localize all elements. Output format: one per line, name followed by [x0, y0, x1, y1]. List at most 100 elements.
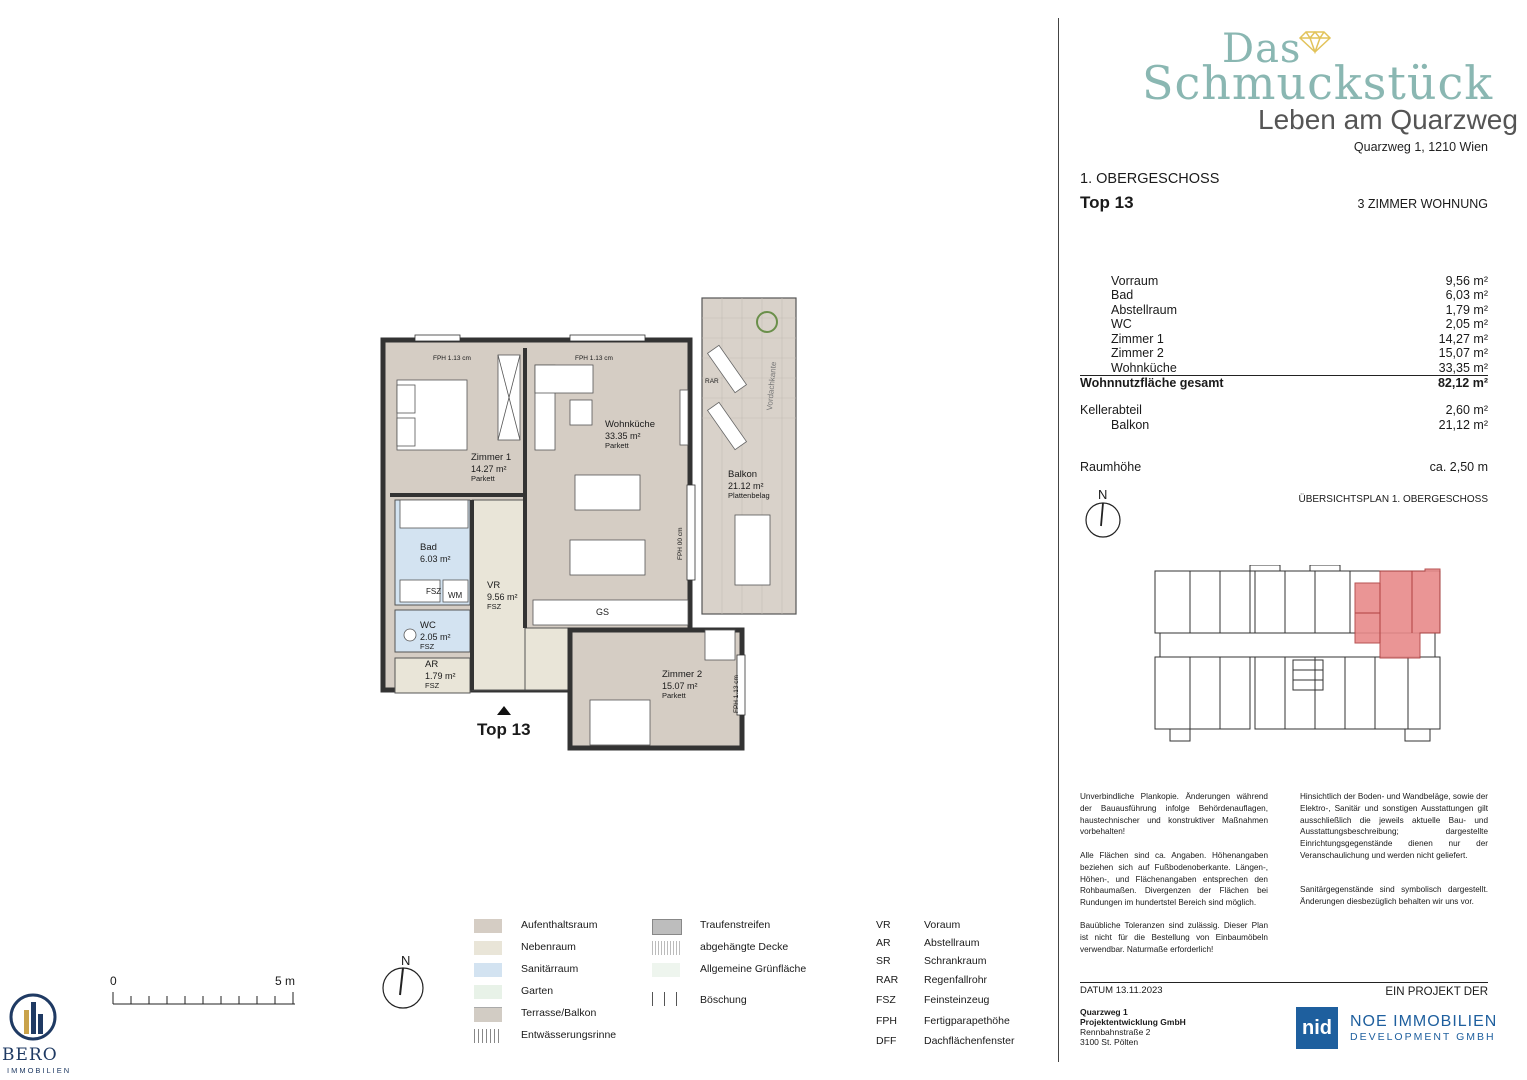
company-street: Rennbahnstraße 2: [1080, 1027, 1151, 1037]
legend-swatch: [652, 963, 680, 977]
room-area: 2.05 m²: [420, 631, 451, 642]
area-label: WC: [1111, 317, 1132, 331]
room-name: Balkon: [728, 469, 758, 480]
legend-swatch: [474, 919, 502, 933]
room-label-wc: WC 2.05 m² FSZ: [420, 620, 451, 653]
area-row: Zimmer 1 14,27 m²: [1080, 332, 1488, 347]
room-floor: Parkett: [471, 474, 495, 483]
overview-title: ÜBERSICHTSPLAN 1. OBERGESCHOSS: [1298, 494, 1489, 505]
company-address: Quarzweg 1 Projektentwicklung GmbH Rennb…: [1080, 1007, 1186, 1047]
abbr-key: RAR: [876, 974, 899, 986]
legend-label: Garten: [521, 985, 554, 997]
room-label-bad: Bad 6.03 m²: [420, 542, 451, 564]
abbr-key: VR: [876, 919, 891, 931]
area-row: Wohnküche 33,35 m²: [1080, 361, 1488, 376]
room-area: 21.12 m²: [728, 480, 764, 491]
area-value: 6,03 m²: [1445, 288, 1488, 302]
legend-label: Böschung: [700, 994, 747, 1006]
note-fittings: Hinsichtlich der Boden- und Wandbeläge, …: [1300, 792, 1488, 860]
room-area: 15.07 m²: [662, 680, 698, 691]
legend-swatch: [474, 985, 502, 999]
noe-subname: DEVELOPMENT GMBH: [1350, 1031, 1496, 1043]
bero-subname: IMMOBILIEN: [7, 1066, 72, 1075]
total-divider: [1080, 375, 1488, 376]
note-tolerances: Bauübliche Toleranzen sind zulässig. Die…: [1080, 921, 1268, 954]
company-city: 3100 St. Pölten: [1080, 1037, 1139, 1047]
room-area: 14.27 m²: [471, 463, 507, 474]
gs-label: GS: [596, 607, 610, 617]
abbr-text: Voraum: [924, 919, 961, 931]
room-name: Zimmer 1: [471, 452, 512, 463]
room-label-ar: AR 1.79 m² FSZ: [425, 659, 456, 692]
abbr-key: AR: [876, 937, 891, 949]
fph-label: FPH 00 cm: [677, 527, 684, 560]
room-floor: Plattenbelag: [728, 491, 770, 500]
height-label: Raumhöhe: [1080, 460, 1142, 474]
company-name2: Projektentwicklung GmbH: [1080, 1017, 1186, 1027]
room-floor: FSZ: [487, 602, 502, 611]
room-label-wohnkueche: Wohnküche 33.35 m² Parkett: [605, 419, 655, 452]
scale-start: 0: [110, 974, 117, 988]
abbr-key: FSZ: [876, 994, 896, 1006]
abbr-text: Feinsteinzeug: [924, 994, 990, 1006]
legend-swatch: [652, 992, 680, 1006]
bero-logo-icon: [9, 993, 57, 1041]
overview-plan: [1154, 565, 1441, 742]
legend-swatch: [652, 941, 680, 955]
room-area: 1.79 m²: [425, 670, 456, 681]
room-floor: FSZ: [425, 681, 440, 690]
fph-label: FPH 1.13 cm: [733, 675, 740, 713]
compass-icon: [1085, 502, 1121, 538]
area-row: Zimmer 2 15,07 m²: [1080, 346, 1488, 361]
room-name: Wohnküche: [605, 419, 655, 430]
area-value: 15,07 m²: [1438, 346, 1488, 360]
area-label: Bad: [1111, 288, 1134, 302]
extra-label: Kellerabteil: [1080, 403, 1142, 417]
legend-label: Nebenraum: [521, 941, 576, 953]
area-label: Zimmer 2: [1111, 346, 1164, 360]
area-value: 14,27 m²: [1438, 332, 1488, 346]
floor-title: 1. OBERGESCHOSS: [1080, 171, 1220, 187]
extra-label: Balkon: [1111, 418, 1150, 432]
room-label-zimmer1: Zimmer 1 14.27 m² Parkett: [471, 452, 512, 485]
legend-label: Aufenthaltsraum: [521, 919, 598, 931]
abbr-key: FPH: [876, 1015, 897, 1027]
legend-swatch: [474, 1029, 502, 1043]
entrance-label: Top 13: [477, 720, 531, 739]
area-row: Bad 6,03 m²: [1080, 288, 1488, 303]
area-label: Wohnküche: [1111, 361, 1177, 375]
legend-swatch: [474, 963, 502, 977]
area-label: Vorraum: [1111, 274, 1159, 288]
room-floor: Parkett: [662, 691, 686, 700]
room-floor: FSZ: [420, 642, 435, 651]
area-label: Abstellraum: [1111, 303, 1177, 317]
project-by-label: EIN PROJEKT DER: [1385, 986, 1488, 998]
area-value: 33,35 m²: [1438, 361, 1488, 375]
room-floor: Parkett: [605, 441, 629, 450]
diamond-icon: [1298, 30, 1332, 54]
total-label: Wohnnutzfläche gesamt: [1080, 376, 1224, 390]
abbr-text: Abstellraum: [924, 937, 980, 949]
logo-das: Das: [1222, 26, 1302, 72]
scale-end: 5 m: [275, 974, 296, 988]
wm-label: WM: [448, 591, 463, 600]
abbr-key: SR: [876, 955, 891, 967]
plan-north-label: N: [401, 953, 411, 968]
note-disclaimer: Unverbindliche Plankopie. Änderungen wäh…: [1080, 792, 1268, 837]
page-divider: [1058, 18, 1059, 1062]
room-name: Zimmer 2: [662, 669, 703, 680]
abbr-text: Regenfallrohr: [924, 974, 988, 986]
overview-north-label: N: [1098, 487, 1108, 502]
date: DATUM 13.11.2023: [1080, 985, 1163, 996]
address: Quarzweg 1, 1210 Wien: [1353, 140, 1488, 154]
legend-swatch: [474, 1007, 502, 1022]
area-label: Zimmer 1: [1111, 332, 1164, 346]
room-label-zimmer2: Zimmer 2 15.07 m² Parkett: [662, 669, 703, 702]
legend-label: Sanitärraum: [521, 963, 579, 975]
extra-value: 21,12 m²: [1438, 418, 1488, 432]
